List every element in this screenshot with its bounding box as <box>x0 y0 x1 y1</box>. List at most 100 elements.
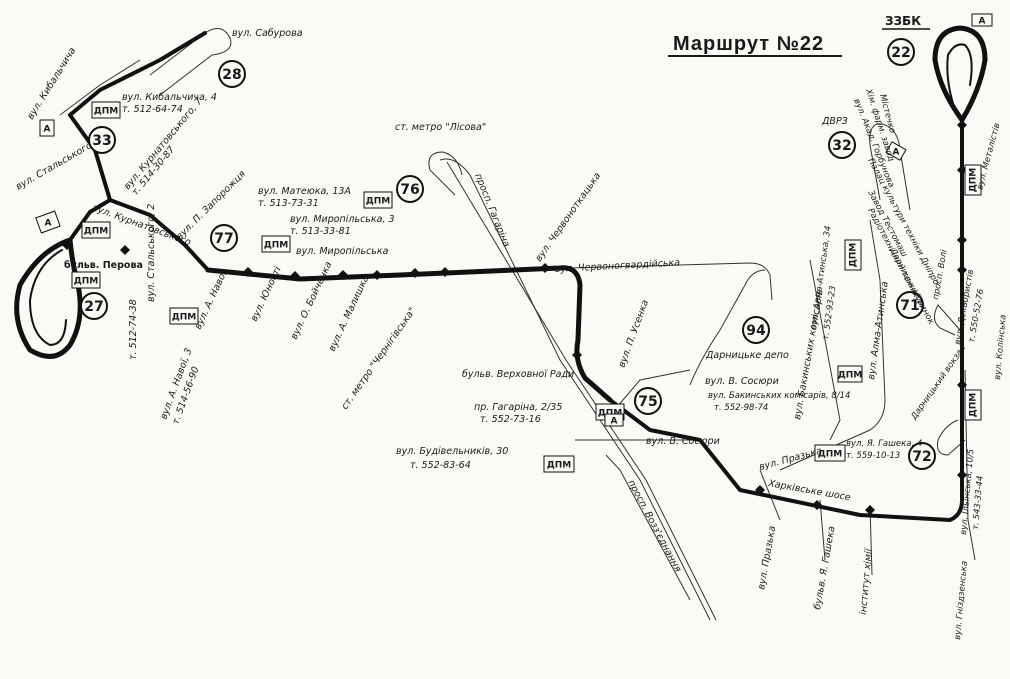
svg-text:т. 552-73-16: т. 552-73-16 <box>480 414 541 425</box>
dpm-box-alma-ata: ДПМ <box>844 239 862 271</box>
svg-text:вул. Бакинських комісарів, 8/1: вул. Бакинських комісарів, 8/14 <box>708 391 850 401</box>
station-circle-28: 28 <box>218 60 246 88</box>
svg-text:ДПМ: ДПМ <box>74 277 99 287</box>
station-circle-72: 72 <box>908 442 936 470</box>
marker-a-perova: А <box>35 210 61 234</box>
svg-text:бульв. Я. Гашека: бульв. Я. Гашека <box>812 525 838 610</box>
svg-text:т. 559-10-13: т. 559-10-13 <box>846 451 900 461</box>
svg-text:А: А <box>979 17 986 27</box>
svg-text:вул. Червоногвардійська: вул. Червоногвардійська <box>555 257 681 275</box>
station-circle-94: 94 <box>742 316 770 344</box>
street-labels: вул. Сабурова вул. Кибальчича вул. Кибал… <box>14 28 1009 640</box>
svg-text:т. 543-33-44: т. 543-33-44 <box>971 475 986 530</box>
svg-text:вул. Я. Гашека, 4: вул. Я. Гашека, 4 <box>846 439 922 449</box>
station-circle-32: 32 <box>828 131 856 159</box>
svg-text:А: А <box>611 417 618 427</box>
svg-text:ДПМ: ДПМ <box>838 371 863 381</box>
marker-a-kibalchicha: А <box>39 119 55 137</box>
svg-text:вул. Будівельників, 30: вул. Будівельників, 30 <box>396 446 508 457</box>
dpm-box-navoi: ДПМ <box>169 307 199 325</box>
svg-text:вул. Миропільська: вул. Миропільська <box>296 246 389 257</box>
svg-text:ДПМ: ДПМ <box>547 461 572 471</box>
svg-text:вул. Колінська: вул. Колінська <box>993 314 1009 380</box>
svg-text:вул. П. Усенка: вул. П. Усенка <box>616 298 651 369</box>
svg-text:вул. Миропільська, 3: вул. Миропільська, 3 <box>290 214 395 225</box>
svg-text:т. 552-83-64: т. 552-83-64 <box>410 460 471 471</box>
route-22-line <box>14 25 988 522</box>
svg-text:ДПМ: ДПМ <box>818 450 843 460</box>
svg-text:Дарницьке депо: Дарницьке депо <box>705 350 789 361</box>
svg-text:вул. А. Навої: вул. А. Навої <box>193 268 230 331</box>
station-circle-75: 75 <box>634 387 662 415</box>
svg-text:вул. А. Малишка: вул. А. Малишка <box>327 274 372 353</box>
svg-text:75: 75 <box>638 394 657 410</box>
dpm-box-gashek: ДПМ <box>814 444 846 462</box>
svg-text:т. 513-33-81: т. 513-33-81 <box>290 226 351 237</box>
svg-text:вул. Сабурова: вул. Сабурова <box>232 28 303 39</box>
svg-text:27: 27 <box>84 299 103 315</box>
svg-text:інститут хімії: інститут хімії <box>858 547 875 615</box>
svg-text:вул. П. Запорожця: вул. П. Запорожця <box>174 168 248 242</box>
dpm-box-stalskogo: ДПМ <box>71 271 101 289</box>
svg-text:94: 94 <box>746 323 766 339</box>
svg-text:ДВРЗ: ДВРЗ <box>821 116 848 127</box>
svg-text:вул. Стальського, 2: вул. Стальського, 2 <box>146 204 157 302</box>
svg-text:72: 72 <box>912 449 931 465</box>
svg-text:т. 512-74-38: т. 512-74-38 <box>128 299 139 360</box>
svg-text:вул. Червоноткацька: вул. Червоноткацька <box>533 171 603 264</box>
svg-text:22: 22 <box>891 45 910 61</box>
svg-text:пр. Гагаріна, 2/35: пр. Гагаріна, 2/35 <box>474 402 562 413</box>
svg-text:71: 71 <box>900 298 919 314</box>
station-circle-76: 76 <box>396 175 424 203</box>
street-lines <box>59 28 976 621</box>
dpm-box-myropilska: ДПМ <box>261 235 291 253</box>
svg-text:вул. Празька: вул. Празька <box>756 525 778 591</box>
svg-text:т. 512-64-74: т. 512-64-74 <box>122 104 183 115</box>
svg-text:ДПМ: ДПМ <box>969 168 979 193</box>
station-circle-22: 22 <box>887 38 915 66</box>
svg-text:ДПМ: ДПМ <box>849 243 859 268</box>
map-title: Маршрут №22 <box>673 33 824 55</box>
station-circle-33: 33 <box>88 126 116 154</box>
stop-markers <box>62 120 967 515</box>
svg-text:вул. Матеюка, 13А: вул. Матеюка, 13А <box>258 186 351 197</box>
svg-text:76: 76 <box>400 182 419 198</box>
svg-text:вул. В. Сосюри: вул. В. Сосюри <box>705 376 779 387</box>
marker-a-dvrz: А <box>885 141 907 161</box>
svg-text:33: 33 <box>92 133 111 149</box>
svg-text:бульв. Верховної Ради: бульв. Верховної Ради <box>462 369 574 380</box>
terminal-label: ЗЗБК <box>885 14 921 28</box>
dpm-box-kibalchicha: ДПМ <box>91 101 121 119</box>
svg-text:ДПМ: ДПМ <box>969 393 979 418</box>
station-circle-27: 27 <box>80 292 108 320</box>
station-circle-71: 71 <box>896 291 924 319</box>
svg-text:А: А <box>44 125 51 135</box>
svg-text:А: А <box>45 219 52 229</box>
svg-text:т. 552-98-74: т. 552-98-74 <box>714 403 768 413</box>
svg-text:ДПМ: ДПМ <box>264 241 289 251</box>
svg-text:ДПМ: ДПМ <box>84 227 109 237</box>
svg-text:вул. Стальського: вул. Стальського <box>14 140 94 193</box>
svg-text:32: 32 <box>832 138 851 154</box>
dpm-box-bakinskykh: ДПМ <box>837 365 863 383</box>
dpm-box-materika: ДПМ <box>363 191 393 209</box>
station-circle-77: 77 <box>210 224 238 252</box>
paper-texture <box>79 79 841 621</box>
svg-text:вул. Алма-Атинська: вул. Алма-Атинська <box>866 281 891 381</box>
dpm-box-perova: ДПМ <box>81 221 111 239</box>
marker-a-gagarina: А <box>604 413 624 427</box>
svg-text:ст. метро "Лісова": ст. метро "Лісова" <box>395 122 486 133</box>
dpm-box-ilinska: ДПМ <box>964 389 982 421</box>
svg-text:А: А <box>893 148 900 158</box>
svg-text:вул. Гніздзенська: вул. Гніздзенська <box>953 560 970 640</box>
svg-text:просп. Возз'єднання: просп. Возз'єднання <box>625 478 683 574</box>
svg-text:вул. В. Сосюри: вул. В. Сосюри <box>646 436 720 447</box>
dpm-box-terminal: ДПМ <box>964 164 982 196</box>
svg-text:ДПМ: ДПМ <box>172 313 197 323</box>
svg-text:вул. Кибальчича, 4: вул. Кибальчича, 4 <box>122 92 217 103</box>
svg-text:28: 28 <box>222 67 241 83</box>
svg-text:т. 513-73-31: т. 513-73-31 <box>258 198 319 209</box>
dpm-box-budivelnykiv: ДПМ <box>543 455 575 473</box>
marker-a-terminal: А <box>971 13 993 27</box>
